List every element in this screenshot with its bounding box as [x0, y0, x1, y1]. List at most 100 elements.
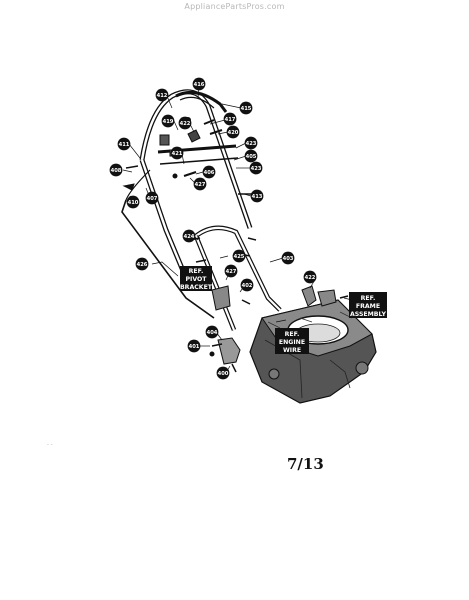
callout-label: 422 [180, 121, 191, 127]
callout-label: 412 [157, 93, 168, 99]
callout-label: 423 [246, 141, 257, 147]
callout-bubble [250, 189, 264, 203]
callout-label: 406 [204, 170, 215, 176]
ref-frame-line-1: REF. [361, 295, 376, 302]
callout-bubble [109, 163, 123, 177]
callout-410: 410 [126, 195, 140, 209]
callout-406: 406 [202, 165, 216, 179]
callout-label: 408 [111, 168, 122, 174]
ref-pivot-line-3: BRACKET [180, 284, 213, 291]
callout-bubble [281, 251, 295, 265]
callout-bubble [178, 116, 192, 130]
callout-405: 405 [244, 149, 258, 163]
callout-label: 423 [251, 166, 262, 172]
callout-419: 419 [161, 114, 175, 128]
callout-bubble [244, 136, 258, 150]
callout-421: 421 [170, 146, 184, 160]
callout-label: 420 [228, 130, 239, 136]
callout-label: 427 [195, 182, 206, 188]
callout-423: 423 [249, 161, 263, 175]
callout-bubble [240, 278, 254, 292]
callout-426: 426 [135, 257, 149, 271]
ref-frame-line-3: ASSEMBLY [350, 311, 386, 318]
callout-label: 404 [207, 330, 218, 336]
callout-label: 417 [225, 117, 236, 123]
watermark: AppliancePartsPros.com [184, 2, 285, 11]
callout-427: 427 [193, 177, 207, 191]
callout-bubble [223, 112, 237, 126]
callout-bubble [239, 101, 253, 115]
callouts: 416 412 415 417 419 422 420 411 423 421 405 408 406 4… [109, 77, 317, 380]
callout-402: 402 [240, 278, 254, 292]
callout-422: 422 [178, 116, 192, 130]
callout-label: 425 [234, 254, 245, 260]
callout-bubble [205, 325, 219, 339]
callout-label: 427 [226, 269, 237, 275]
callout-415: 415 [239, 101, 253, 115]
callout-label: 400 [218, 371, 229, 377]
callout-bubble [161, 114, 175, 128]
callout-bubble [249, 161, 263, 175]
callout-label: 405 [246, 154, 257, 160]
callout-bubble [135, 257, 149, 271]
ref-engine-line-1: REF. [285, 331, 300, 338]
control-cable [121, 199, 215, 319]
callout-bubble [170, 146, 184, 160]
callout-label: 403 [283, 256, 294, 262]
callout-bubble [226, 125, 240, 139]
callout-423: 423 [244, 136, 258, 150]
callout-label: 426 [137, 262, 148, 268]
callout-bubble [216, 366, 230, 380]
callout-425: 425 [232, 249, 246, 263]
ref-pivot-line-1: REF. [189, 268, 204, 275]
callout-424: 424 [182, 229, 196, 243]
callout-label: 415 [241, 106, 252, 112]
callout-403: 403 [281, 251, 295, 265]
callout-bubble [192, 77, 206, 91]
ref-frame-line-2: FRAME [356, 303, 380, 310]
callout-408: 408 [109, 163, 123, 177]
control-cable-upper [125, 169, 151, 201]
callout-413: 413 [250, 189, 264, 203]
page-code: 7/13 [287, 455, 324, 473]
ref-engine-line-3: WIRE [283, 347, 301, 354]
callout-label: 416 [194, 82, 205, 88]
ref-frame-assembly: REF. FRAME ASSEMBLY [349, 292, 387, 318]
callout-label: 402 [242, 283, 253, 289]
callout-412: 412 [155, 88, 169, 102]
callout-427: 427 [224, 264, 238, 278]
leader-lines [122, 84, 353, 372]
callout-422: 422 [303, 270, 317, 284]
callout-416: 416 [192, 77, 206, 91]
callout-label: 419 [163, 119, 174, 125]
callout-411: 411 [117, 137, 131, 151]
callout-label: 413 [252, 194, 263, 200]
callout-bubble [182, 229, 196, 243]
callout-bubble [155, 88, 169, 102]
callout-400: 400 [216, 366, 230, 380]
callout-bubble [244, 149, 258, 163]
callout-401: 401 [187, 339, 201, 353]
callout-label: 401 [189, 344, 200, 350]
ref-pivot-bracket: REF. PIVOT BRACKET [180, 266, 213, 291]
ref-pivot-line-2: PIVOT [186, 276, 208, 283]
callout-bubble [145, 191, 159, 205]
callout-label: 411 [119, 142, 130, 148]
callout-label: 422 [305, 275, 316, 281]
callout-bubble [187, 339, 201, 353]
callout-bubble [232, 249, 246, 263]
callout-label: 424 [184, 234, 195, 240]
callout-404: 404 [205, 325, 219, 339]
callout-bubble [126, 195, 140, 209]
callout-label: 410 [128, 200, 139, 206]
callout-bubble [224, 264, 238, 278]
callout-bubble [117, 137, 131, 151]
callout-label: 421 [172, 151, 183, 157]
ref-engine-wire: REF. ENGINE WIRE [275, 328, 309, 354]
callout-417: 417 [223, 112, 237, 126]
ref-engine-line-2: ENGINE [279, 339, 305, 346]
callout-bubble [303, 270, 317, 284]
callout-bubble [193, 177, 207, 191]
callout-bubble [202, 165, 216, 179]
